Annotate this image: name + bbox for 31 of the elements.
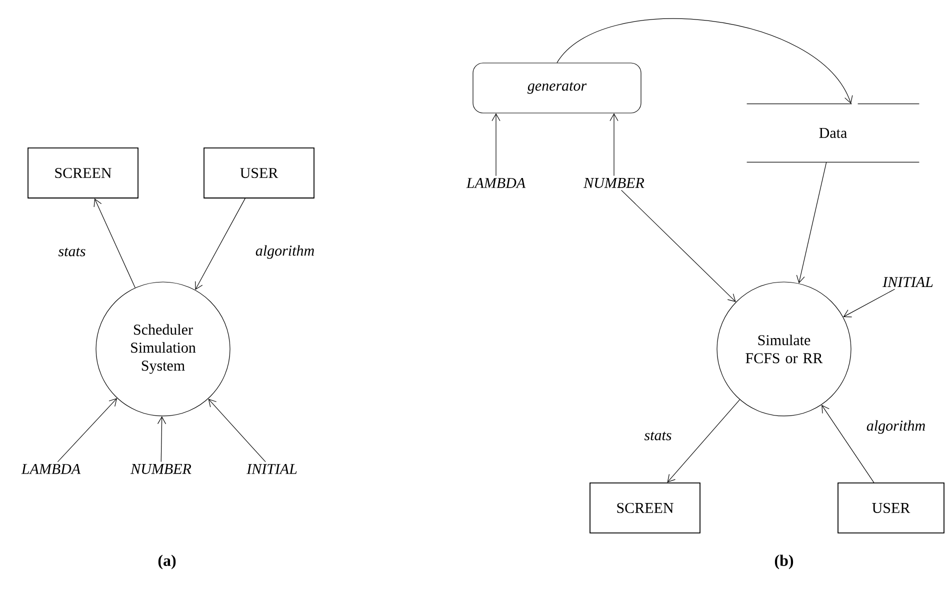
arrow (621, 190, 736, 302)
arrow (667, 399, 740, 483)
arrow (208, 398, 266, 462)
flow-name: LAMBDA (466, 178, 526, 188)
arrow (195, 198, 246, 290)
flow-name: NUMBER (583, 178, 644, 188)
edge-label: algorithm (865, 419, 927, 435)
flow-name: NUMBER (130, 464, 192, 474)
arrow (822, 404, 874, 483)
entity-box: USER (838, 482, 944, 534)
arrow (796, 162, 827, 284)
edge-label: stats (57, 246, 87, 258)
arrow (492, 113, 500, 176)
panel-label: (b) (774, 554, 794, 570)
arrow (157, 416, 166, 462)
panel-label: (a) (158, 554, 176, 570)
flow-name: INITIAL (246, 464, 297, 474)
process-box: generator (472, 62, 642, 114)
arrow (94, 198, 136, 288)
arrow (843, 288, 896, 318)
arrow (57, 398, 118, 462)
entity-box: SCREEN (590, 482, 700, 534)
entity-box: USER (204, 148, 314, 198)
edge-label: algorithm (254, 244, 316, 260)
arrow (610, 113, 618, 176)
flow-name: INITIAL (882, 277, 933, 287)
arrow (556, 18, 853, 104)
flow-name: LAMBDA (21, 464, 81, 474)
entity-box: SCREEN (28, 148, 138, 198)
data-store: Data (746, 104, 920, 162)
edge-label: stats (643, 430, 673, 442)
